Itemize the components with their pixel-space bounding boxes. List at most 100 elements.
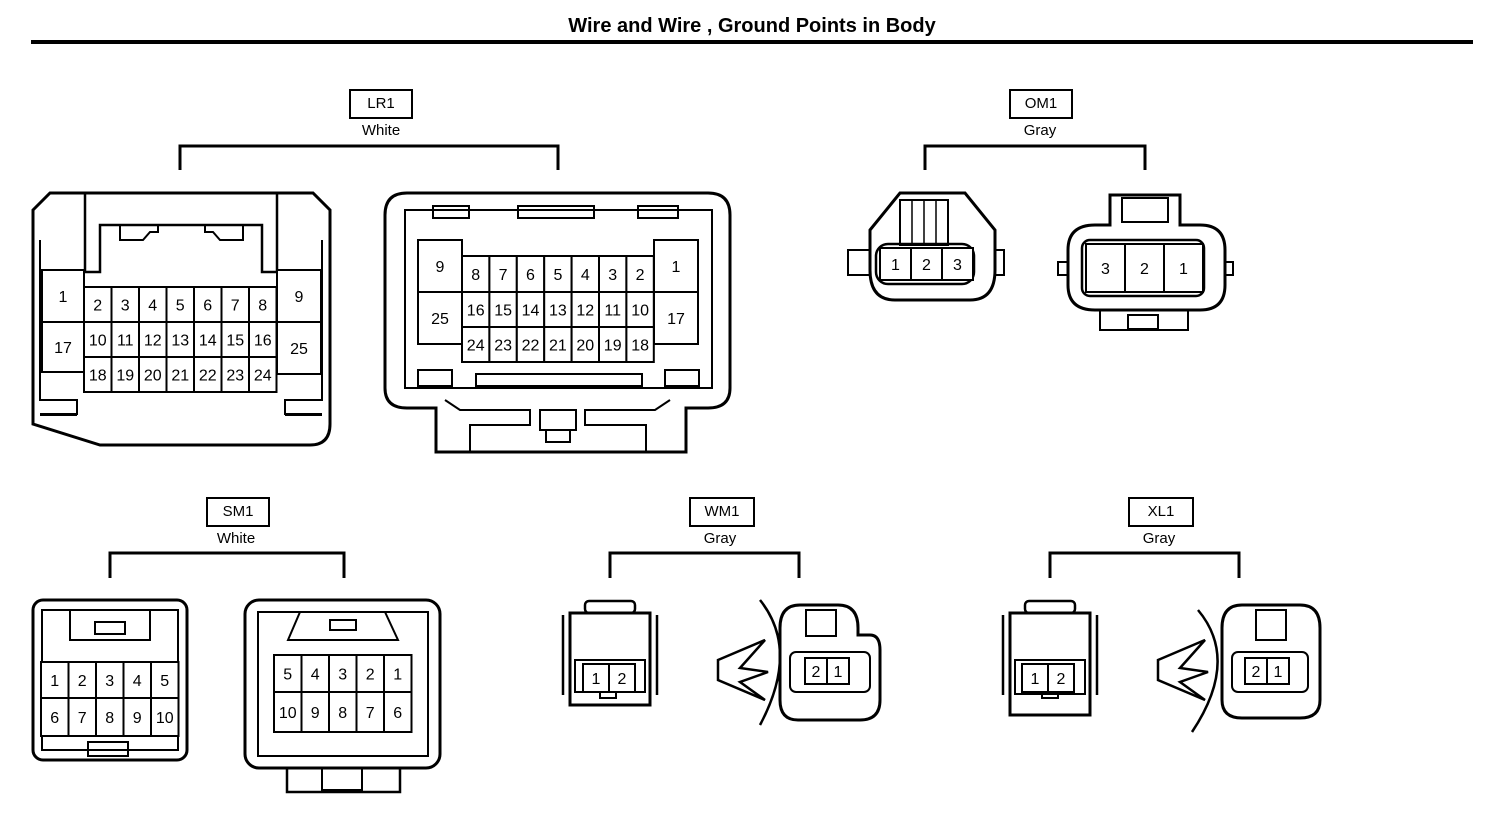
- pin-cell-sm1-l-4: 4: [122, 661, 152, 699]
- connector-code-sm1: SM1: [206, 497, 270, 527]
- pin-number: 6: [526, 267, 535, 284]
- page-title: Wire and Wire , Ground Points in Body: [568, 15, 936, 37]
- pin-number: 9: [295, 289, 304, 306]
- pin-number: 10: [89, 333, 107, 350]
- pin-cell-om1-r-3: 3: [1085, 243, 1126, 293]
- pin-number: 22: [522, 338, 540, 355]
- pin-number: 12: [144, 333, 162, 350]
- pin-number: 18: [631, 338, 649, 355]
- pin-cell-om1-l-1: 1: [879, 247, 912, 281]
- pin-cell-sm1-l-3: 3: [95, 661, 125, 699]
- pin-number: 7: [366, 705, 375, 722]
- pin-number: 15: [494, 303, 512, 320]
- pin-number: 2: [812, 664, 821, 681]
- pin-number: 25: [290, 341, 308, 358]
- pin-cell-sm1-l-9: 9: [122, 697, 152, 737]
- pin-cell-lr1-r-3: 3: [598, 255, 628, 293]
- connector-code-xl1: XL1: [1128, 497, 1194, 527]
- pin-cell-lr1-r-13: 13: [543, 291, 573, 328]
- pin-cell-lr1-r-5: 5: [543, 255, 573, 293]
- xl1-left-housing: [1001, 599, 1099, 717]
- bracket-lr1: [178, 144, 560, 170]
- pin-number: 2: [1140, 261, 1149, 278]
- om1-left-housing: [847, 191, 1005, 302]
- pin-cell-lr1-r-9: 9: [417, 239, 463, 293]
- pin-number: 23: [494, 338, 512, 355]
- pin-number: 2: [636, 267, 645, 284]
- pin-cell-sm1-r-8: 8: [328, 691, 358, 733]
- pin-cell-lr1-l-12: 12: [138, 321, 168, 358]
- sm1-right-housing: [243, 598, 442, 794]
- pin-number: 5: [160, 673, 169, 690]
- pin-cell-sm1-l-7: 7: [67, 697, 97, 737]
- title-rule: [31, 40, 1473, 44]
- pin-cell-sm1-l-10: 10: [150, 697, 180, 737]
- pin-number: 9: [311, 705, 320, 722]
- pin-number: 2: [1252, 664, 1261, 681]
- pin-cell-sm1-r-9: 9: [300, 691, 330, 733]
- pin-number: 3: [608, 267, 617, 284]
- lr1-left-housing: [31, 191, 332, 447]
- pin-number: 4: [581, 267, 590, 284]
- connector-color-sm1: White: [216, 530, 256, 547]
- bracket-xl1: [1048, 551, 1241, 578]
- pin-number: 20: [144, 368, 162, 385]
- pin-number: 2: [366, 667, 375, 684]
- bracket-wm1: [608, 551, 801, 578]
- pin-cell-sm1-r-10: 10: [273, 691, 303, 733]
- pin-cell-sm1-r-3: 3: [328, 654, 358, 693]
- pin-number: 8: [338, 705, 347, 722]
- pin-number: 7: [499, 267, 508, 284]
- wm1-right-housing: [716, 599, 882, 726]
- connector-color-lr1: White: [361, 122, 401, 139]
- pin-cell-lr1-r-15: 15: [488, 291, 518, 328]
- pin-number: 7: [78, 710, 87, 727]
- pin-number: 5: [553, 267, 562, 284]
- pin-number: 8: [105, 710, 114, 727]
- pin-cell-lr1-l-11: 11: [110, 321, 140, 358]
- pin-cell-sm1-l-5: 5: [150, 661, 180, 699]
- pin-number: 22: [199, 368, 217, 385]
- pin-cell-sm1-r-4: 4: [300, 654, 330, 693]
- pin-cell-lr1-l-9: 9: [276, 269, 322, 323]
- pin-cell-xl1-l-2: 2: [1047, 663, 1075, 693]
- pin-number: 2: [922, 257, 931, 274]
- pin-cell-lr1-r-11: 11: [598, 291, 628, 328]
- pin-number: 16: [467, 303, 485, 320]
- pin-number: 16: [254, 333, 272, 350]
- pin-number: 8: [258, 298, 267, 315]
- pin-cell-sm1-r-5: 5: [273, 654, 303, 693]
- pin-number: 14: [199, 333, 217, 350]
- pin-cell-lr1-r-4: 4: [570, 255, 600, 293]
- pin-cell-sm1-l-1: 1: [40, 661, 70, 699]
- pin-cell-lr1-r-10: 10: [625, 291, 655, 328]
- pin-cell-lr1-l-21: 21: [165, 356, 195, 393]
- pin-cell-xl1-r-2: 2: [1244, 657, 1268, 685]
- om1-right-housing: [1057, 193, 1234, 331]
- pin-number: 1: [59, 289, 68, 306]
- pin-number: 1: [393, 667, 402, 684]
- connector-code-om1: OM1: [1009, 89, 1073, 119]
- pin-number: 23: [226, 368, 244, 385]
- pin-cell-lr1-l-3: 3: [110, 286, 140, 323]
- pin-cell-lr1-l-23: 23: [220, 356, 250, 393]
- pin-cell-lr1-l-14: 14: [193, 321, 223, 358]
- pin-number: 2: [1057, 671, 1066, 688]
- pin-number: 9: [133, 710, 142, 727]
- pin-number: 24: [254, 368, 272, 385]
- connector-color-wm1: Gray: [703, 530, 737, 547]
- pin-cell-lr1-l-7: 7: [220, 286, 250, 323]
- pin-number: 13: [171, 333, 189, 350]
- pin-number: 3: [105, 673, 114, 690]
- pin-number: 3: [1101, 261, 1110, 278]
- pin-cell-lr1-r-22: 22: [515, 326, 546, 363]
- pin-cell-sm1-r-6: 6: [383, 691, 413, 733]
- pin-number: 3: [953, 257, 962, 274]
- pin-cell-wm1-r-2: 2: [804, 657, 828, 685]
- xl1-right-housing: [1156, 603, 1322, 733]
- pin-cell-lr1-l-25: 25: [276, 321, 322, 375]
- pin-cell-lr1-r-21: 21: [543, 326, 573, 363]
- pin-cell-lr1-r-23: 23: [488, 326, 518, 363]
